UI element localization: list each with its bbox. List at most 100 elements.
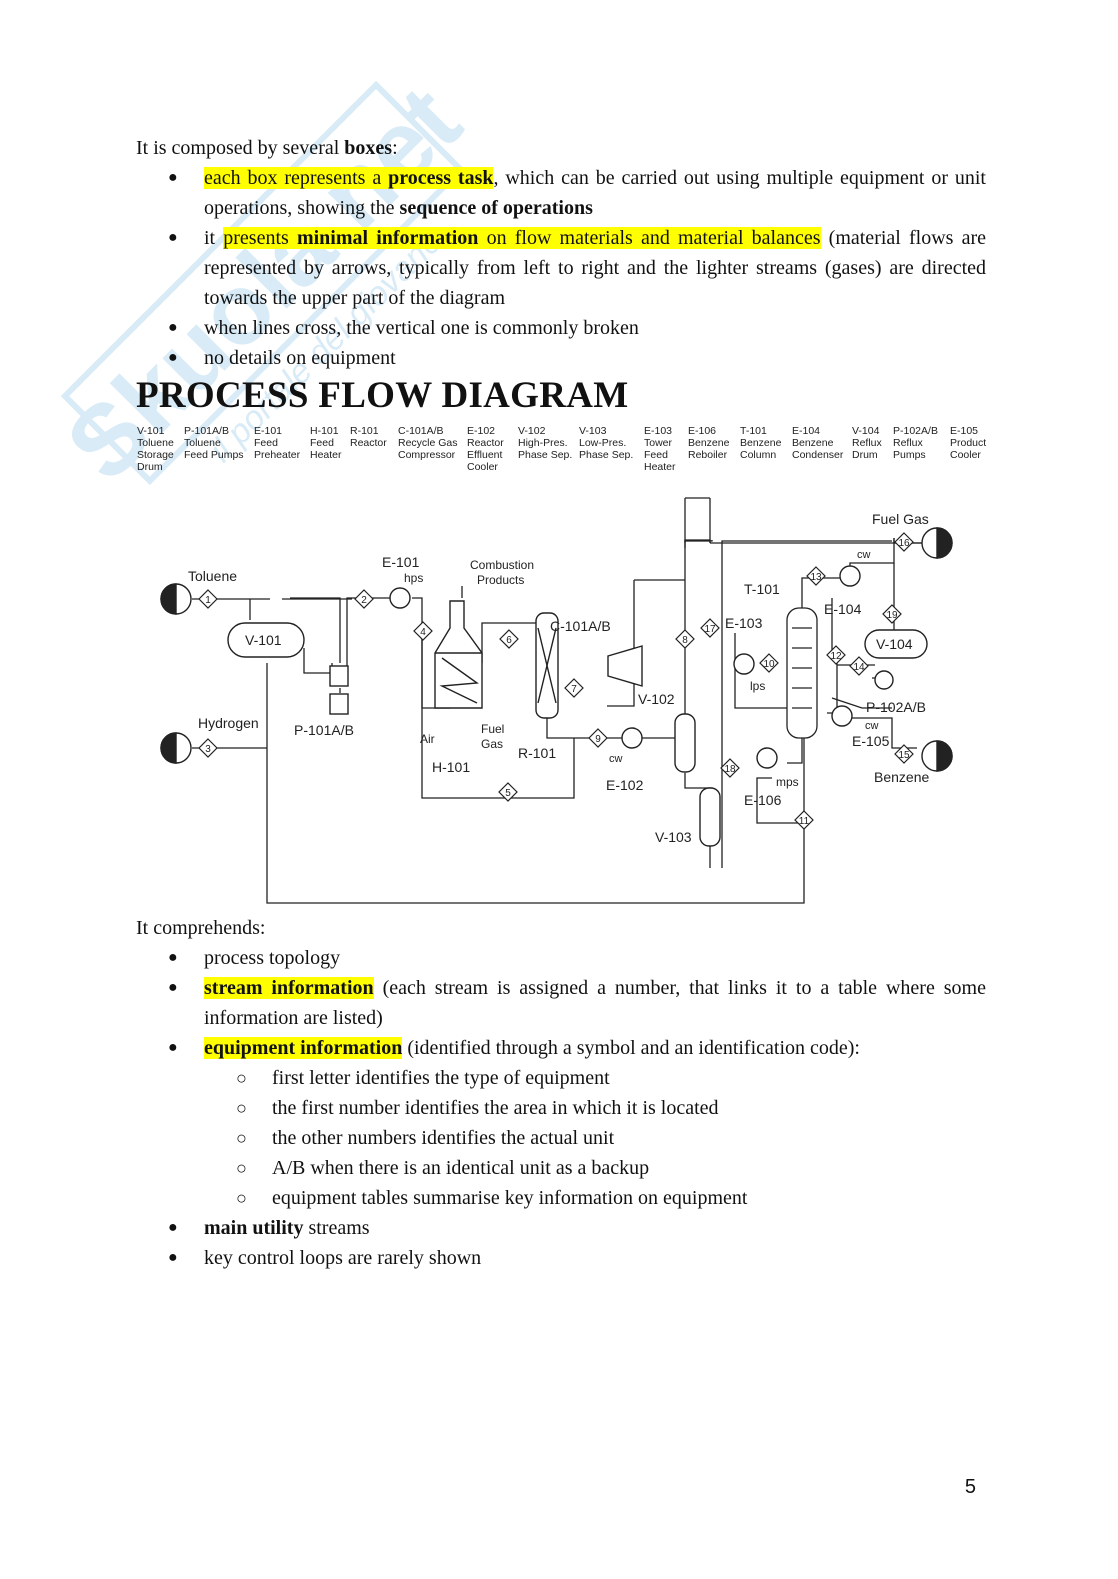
intro-lead: It is composed by several boxes: (136, 133, 986, 163)
benzene-sink-fill-icon (936, 740, 953, 772)
stream-diamond-icon (198, 589, 218, 609)
legend-description: Feed (310, 437, 334, 449)
list-item: no details on equipment (136, 343, 986, 373)
combustion-label-1: Combustion (470, 558, 534, 572)
v103-separator-icon (699, 787, 721, 847)
page-number: 5 (964, 1476, 976, 1498)
bullet-text: (each stream is assigned a number, that … (204, 977, 986, 1029)
stream-number: 10 (763, 659, 775, 670)
legend-tag: T-101 (740, 425, 767, 437)
fuel-label-2: Gas (481, 737, 503, 751)
stream-diamond-icon (882, 604, 902, 624)
stream-number: 7 (571, 684, 577, 695)
combustion-label-2: Products (477, 573, 524, 587)
section-heading: PROCESS FLOW DIAGRAM (136, 375, 629, 416)
legend-description: Reactor (467, 437, 504, 449)
legend-description: Preheater (254, 449, 301, 461)
e104-label: E-104 (824, 601, 862, 617)
stream-diamond-icon (794, 810, 814, 830)
highlight-bold-text: process task (388, 167, 494, 189)
equipment-shapes (160, 527, 953, 847)
stream-number: 11 (799, 816, 810, 827)
v102-label: V-102 (638, 691, 675, 707)
list-item: main utility streams (136, 1213, 986, 1243)
comprehends-lead: It comprehends: (136, 917, 266, 939)
toluene-label: Toluene (188, 568, 237, 584)
stream-diamond-icon (894, 532, 914, 552)
legend-description: Feed Pumps (184, 449, 244, 461)
stream-number: 1 (205, 595, 211, 606)
stream-number: 4 (420, 627, 426, 638)
stream-diamond-icon (849, 656, 869, 676)
list-item: equipment information (identified throug… (136, 1033, 986, 1063)
legend-description: Reboiler (688, 449, 728, 461)
stream-diamond-icon (826, 645, 846, 665)
legend-description: High-Pres. (518, 437, 568, 449)
stream-number: 17 (704, 624, 716, 635)
h101-label: H-101 (432, 759, 470, 775)
legend-description: Compressor (398, 449, 456, 461)
legend-description: Reflux (852, 437, 883, 449)
p101-pump-b-icon (329, 693, 349, 715)
legend-description: Phase Sep. (579, 449, 633, 461)
legend-tag: V-102 (518, 425, 546, 437)
legend-description: Toluene (184, 437, 221, 449)
bullet-bold-text: main utility (204, 1217, 304, 1239)
hps-label: hps (404, 571, 423, 585)
v102-separator-icon (674, 713, 696, 773)
legend-tag: P-101A/B (184, 425, 229, 437)
legend-description: Reflux (893, 437, 924, 449)
list-item: each box represents a process task, whic… (136, 163, 986, 223)
bullet-text: , which can be carried out using multipl… (204, 167, 986, 219)
hydrogen-source-fill-icon (160, 732, 177, 764)
stream-number: 13 (810, 572, 822, 583)
legend-description: Feed (254, 437, 278, 449)
legend-description: Cooler (467, 461, 498, 473)
cw1-label: cw (609, 753, 623, 765)
stream-diamond-icon (499, 629, 519, 649)
legend-description: Storage (137, 449, 174, 461)
fuel-gas-sink-fill-icon (936, 527, 953, 559)
v101-drum-icon (227, 622, 305, 658)
e105-label: E-105 (852, 733, 890, 749)
cw2-label: cw (857, 549, 871, 561)
stream-number: 19 (886, 610, 898, 621)
list-item: stream information (each stream is assig… (136, 973, 986, 1033)
equipment-sub-list: first letter identifies the type of equi… (136, 1063, 986, 1213)
legend-tag: E-102 (467, 425, 495, 437)
legend-description: Benzene (740, 437, 782, 449)
v101-label: V-101 (245, 632, 282, 648)
p101-label: P-101A/B (294, 722, 354, 738)
sub-list-item: the other numbers identifies the actual … (204, 1123, 986, 1153)
legend-description: Column (740, 449, 776, 461)
intro-lead-text: It is composed by several (136, 137, 345, 159)
legend-tag: E-103 (644, 425, 672, 437)
legend-description: Heater (644, 461, 676, 473)
stream-diamond-icon (498, 782, 518, 802)
comprehends-bullet-list: process topology stream information (eac… (136, 943, 986, 1063)
fuel-label-1: Fuel (481, 722, 504, 736)
mps-label: mps (776, 775, 799, 789)
stream-number: 9 (595, 734, 601, 745)
stream-number: 6 (506, 635, 512, 646)
stream-number: 12 (830, 651, 842, 662)
highlight-text: on flow materials and material balances (478, 227, 821, 249)
comprehends-bullet-list-2: main utility streams key control loops a… (136, 1213, 986, 1273)
legend-tag: V-103 (579, 425, 607, 437)
stream-number: 3 (205, 744, 211, 755)
e103-heater-icon (733, 653, 755, 675)
fuel-gas-label: Fuel Gas (872, 511, 929, 527)
stream-number: 15 (898, 750, 910, 761)
legend-description: Product (950, 437, 986, 449)
legend-tag: V-101 (137, 425, 165, 437)
list-item: process topology (136, 943, 986, 973)
bullet-text: streams (303, 1217, 370, 1239)
legend-description: Effluent (467, 449, 502, 461)
legend-description: Pumps (893, 449, 926, 461)
stream-diamond-icon (413, 621, 433, 641)
legend-description: Feed (644, 449, 668, 461)
p102-pump-icon (874, 670, 894, 690)
legend-description: Phase Sep. (518, 449, 572, 461)
stream-diamond-icon (564, 678, 584, 698)
